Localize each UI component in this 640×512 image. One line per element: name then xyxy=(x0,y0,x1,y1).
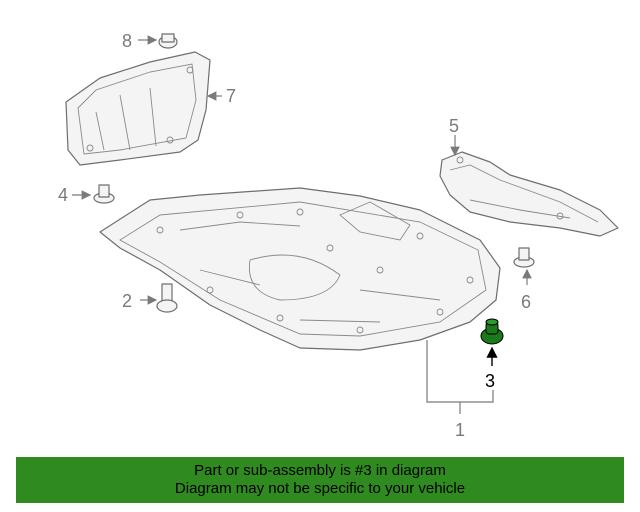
callout-1: 1 xyxy=(455,420,465,440)
callout-3: 3 xyxy=(485,371,495,391)
banner-line-1: Part or sub-assembly is #3 in diagram xyxy=(194,462,446,479)
part-5-splash-shield[interactable] xyxy=(439,135,619,237)
callout-7: 7 xyxy=(226,86,236,106)
callout-2: 2 xyxy=(122,291,132,311)
banner-line-2: Diagram may not be specific to your vehi… xyxy=(174,480,466,497)
part-2-bolt[interactable] xyxy=(140,283,178,313)
part-4-grommet[interactable] xyxy=(72,184,115,204)
callout-4: 4 xyxy=(58,185,68,205)
part-8-clip[interactable] xyxy=(138,33,178,49)
part-7-side-cover[interactable] xyxy=(65,51,211,166)
part-1-under-cover[interactable] xyxy=(99,187,501,414)
part-3-clip-highlighted[interactable] xyxy=(480,318,504,366)
part-6-clip[interactable] xyxy=(513,247,535,285)
callout-6: 6 xyxy=(521,292,531,312)
callout-8: 8 xyxy=(122,31,132,51)
info-banner: Part or sub-assembly is #3 in diagram Di… xyxy=(16,457,624,503)
callout-5: 5 xyxy=(449,116,459,136)
